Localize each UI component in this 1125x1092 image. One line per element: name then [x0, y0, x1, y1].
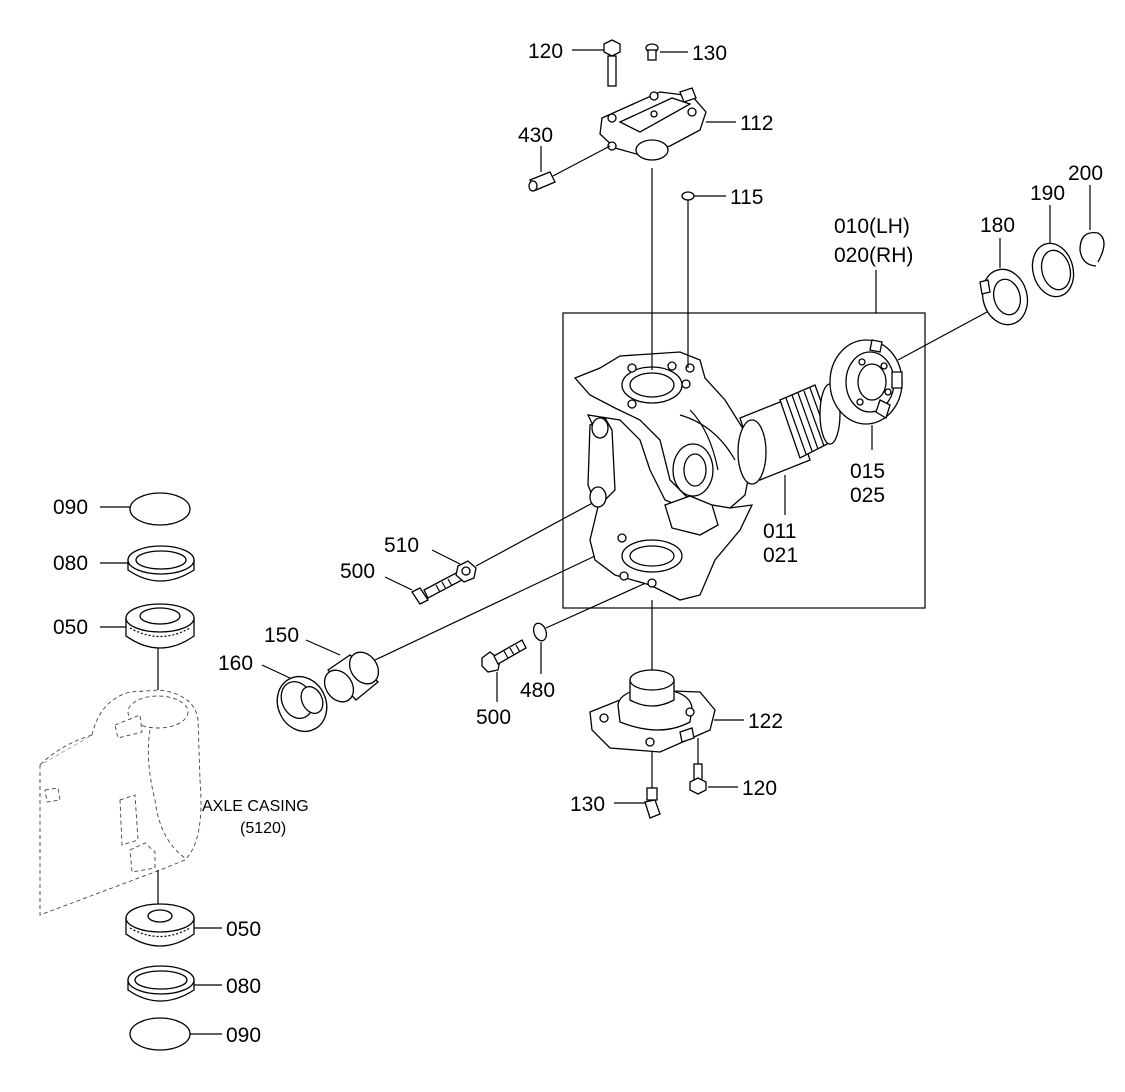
- label-150: 150: [264, 624, 299, 647]
- label-122: 122: [748, 710, 783, 733]
- nut-510: [455, 560, 477, 583]
- label-500-left: 500: [340, 560, 375, 583]
- label-200: 200: [1068, 162, 1103, 185]
- grease-nipple-130-bottom: [644, 787, 661, 819]
- o-ring-090-top: [129, 492, 191, 526]
- label-112: 112: [740, 112, 773, 135]
- o-ring-090-bottom: [129, 1017, 191, 1051]
- label-115: 115: [730, 186, 763, 209]
- label-130-bottom: 130: [570, 793, 605, 816]
- label-130-top: 130: [692, 42, 727, 65]
- label-015: 015: [850, 460, 885, 483]
- bearing-race-080-bottom: [127, 965, 195, 1002]
- label-180: 180: [980, 214, 1015, 237]
- o-ring-115: [681, 191, 695, 201]
- label-510: 510: [384, 534, 419, 557]
- bearing-050-top: [125, 603, 195, 649]
- label-090-top: 090: [53, 496, 88, 519]
- axle-casing-outline: [39, 689, 202, 916]
- grease-nipple-130-top: [645, 43, 659, 61]
- label-011: 011: [763, 520, 796, 543]
- bolt-120-bottom: [689, 763, 707, 795]
- label-021: 021: [763, 544, 798, 567]
- label-020-rh: 020(RH): [834, 244, 913, 267]
- snap-ring-200: [1079, 231, 1105, 267]
- oil-seal-160: [276, 676, 328, 732]
- collar-015: [829, 339, 903, 425]
- lock-washer-180: [979, 268, 1029, 326]
- leader-collar-washer: [897, 304, 1001, 361]
- leader-480-knuckle: [545, 581, 649, 629]
- washer-480: [532, 622, 548, 642]
- label-120-top: 120: [528, 40, 563, 63]
- label-500-bottom: 500: [476, 706, 511, 729]
- bushing-150: [323, 651, 380, 703]
- upper-king-pin-cap-112: [599, 87, 707, 161]
- axle-casing-code-label: (5120): [240, 820, 286, 837]
- axle-casing-label: AXLE CASING: [202, 798, 309, 815]
- lower-king-pin-cap-122: [589, 669, 716, 753]
- label-120-bottom: 120: [742, 777, 777, 800]
- label-080-bottom: 080: [226, 975, 261, 998]
- label-190: 190: [1030, 182, 1065, 205]
- label-430: 430: [518, 124, 553, 147]
- nut-ring-190: [1031, 242, 1075, 298]
- label-160: 160: [218, 652, 253, 675]
- label-080-top: 080: [53, 552, 88, 575]
- bolt-500-left: [411, 571, 463, 605]
- label-025: 025: [850, 484, 885, 507]
- pin-430: [528, 171, 556, 192]
- bearing-050-bottom: [125, 903, 195, 947]
- label-480: 480: [520, 679, 555, 702]
- label-010-lh: 010(LH): [834, 215, 910, 238]
- label-090-bottom: 090: [226, 1024, 261, 1047]
- bearing-race-080-top: [127, 545, 195, 582]
- leader-510-knuckle: [475, 499, 599, 567]
- bolt-500-bottom: [481, 639, 527, 673]
- bolt-120-top: [603, 39, 621, 87]
- knuckle-assembly-box: [562, 312, 926, 609]
- steering-knuckle-011: [573, 351, 841, 601]
- label-050-top: 050: [53, 616, 88, 639]
- label-050-bottom: 050: [226, 918, 261, 941]
